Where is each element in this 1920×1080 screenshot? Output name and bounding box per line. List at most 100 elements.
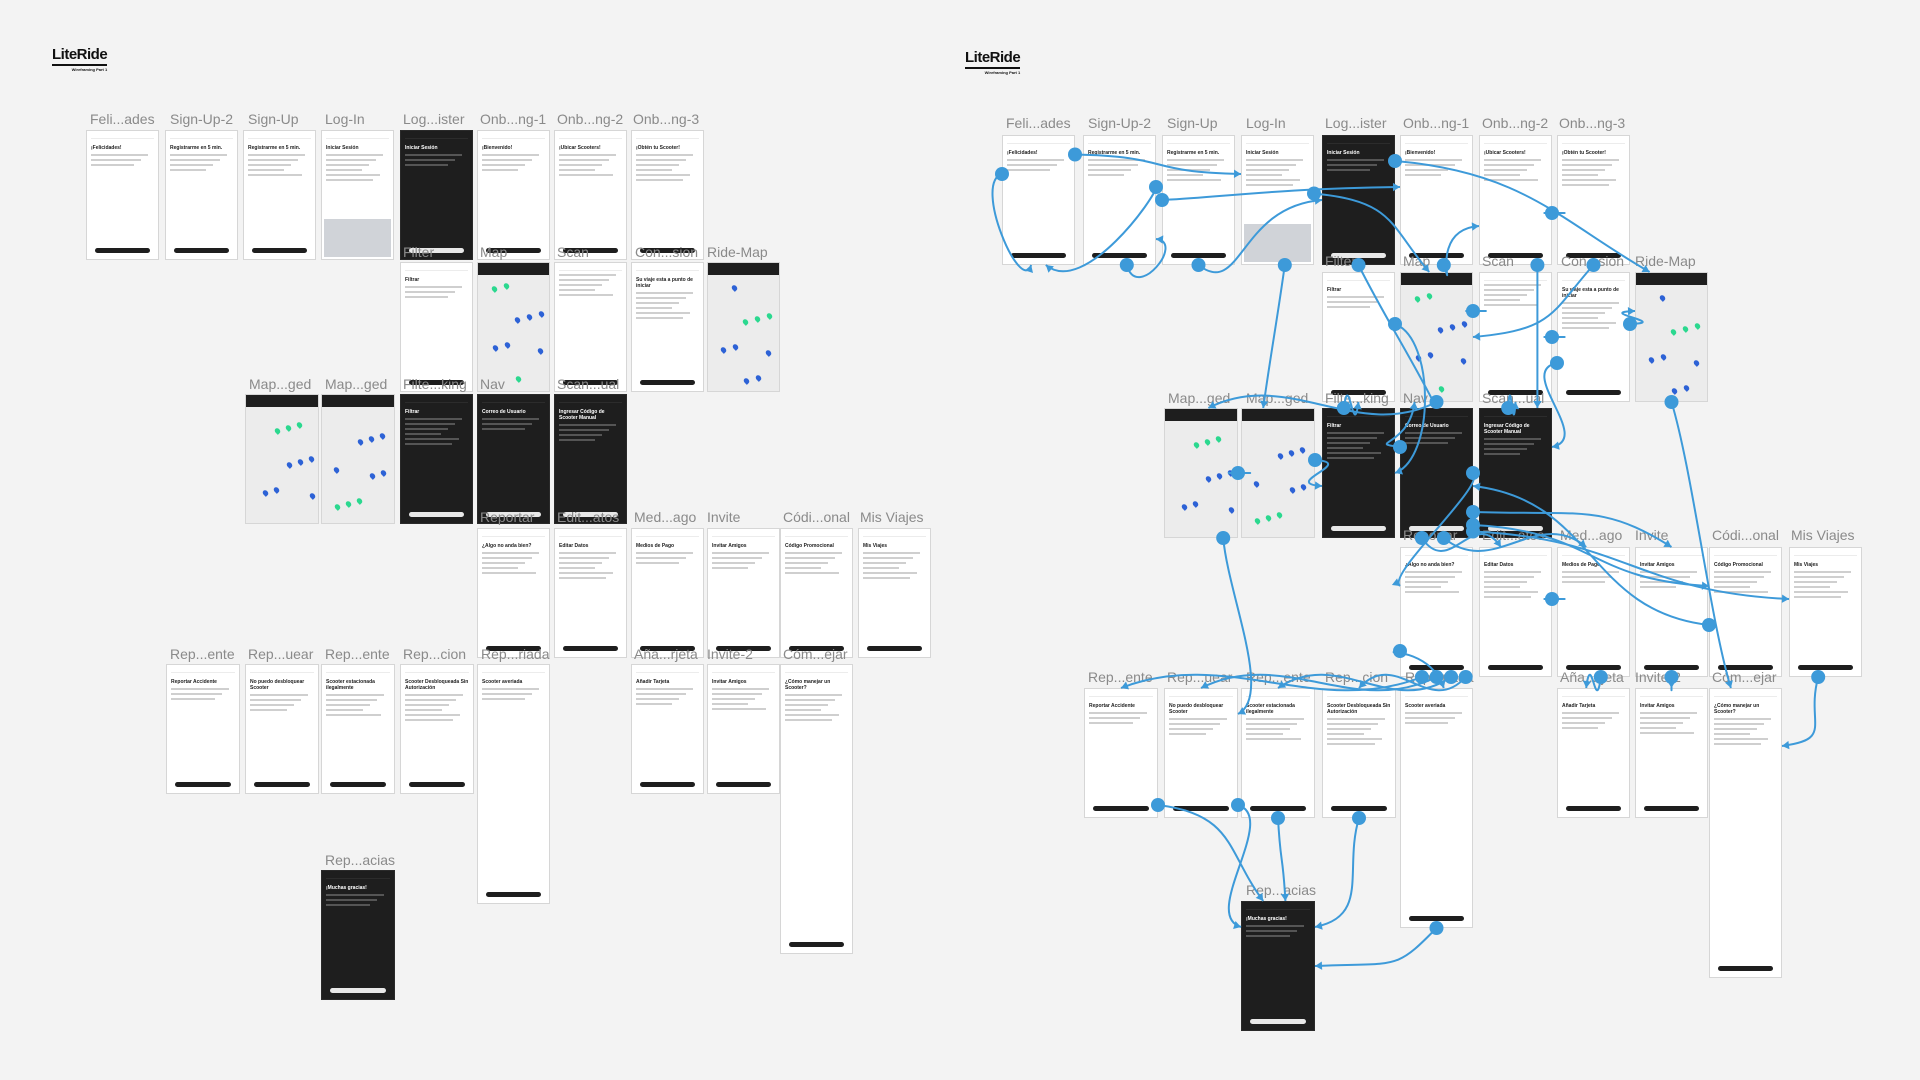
connection-start-dot[interactable] [1623, 317, 1637, 331]
primary-button[interactable] [330, 782, 386, 787]
primary-button[interactable] [1566, 806, 1621, 811]
frame-label[interactable]: Log-In [1246, 115, 1286, 131]
screen-frame[interactable]: Editar Datos [554, 528, 627, 658]
primary-button[interactable] [1488, 665, 1543, 670]
connection-start-dot[interactable] [1436, 258, 1451, 272]
primary-button[interactable] [640, 782, 695, 787]
primary-button[interactable] [486, 892, 541, 897]
frame-label[interactable]: Filte...king [403, 376, 467, 392]
screen-frame[interactable]: Añadir Tarjeta [1557, 688, 1630, 818]
screen-frame[interactable]: Iniciar Sesión [1322, 135, 1395, 265]
primary-button[interactable] [1092, 253, 1147, 258]
connection-start-dot[interactable] [1155, 193, 1169, 207]
keyboard[interactable] [324, 219, 391, 257]
connection-start-dot[interactable] [1466, 466, 1480, 480]
screen-frame[interactable]: ¡Ubicar Scooters! [554, 130, 627, 260]
connection-line[interactable] [1222, 537, 1253, 715]
primary-button[interactable] [1331, 253, 1386, 258]
connection-start-dot[interactable] [1429, 921, 1444, 935]
frame-label[interactable]: Map...ged [325, 376, 388, 392]
connection-start-dot[interactable] [1414, 670, 1429, 684]
connection-start-dot[interactable] [1351, 258, 1366, 272]
screen-frame[interactable]: Filtrar [400, 394, 473, 524]
frame-label[interactable]: Log...ister [403, 111, 465, 127]
connection-line[interactable] [1161, 186, 1401, 201]
connection-start-dot[interactable] [1393, 440, 1407, 454]
connection-start-dot[interactable] [1308, 453, 1322, 467]
frame-label[interactable]: Onb...ng-3 [633, 111, 700, 127]
connection-start-dot[interactable] [1277, 258, 1292, 272]
screen-frame[interactable]: Reportar Accidente [1084, 688, 1158, 818]
connection-start-dot[interactable] [1271, 811, 1285, 825]
frame-label[interactable]: Rep...riada [481, 646, 550, 662]
frame-label[interactable]: Rep...ente [325, 646, 390, 662]
screen-frame[interactable]: Iniciar Sesión [400, 130, 473, 260]
primary-button[interactable] [563, 646, 618, 651]
screen-frame[interactable] [1164, 408, 1238, 538]
connection-start-dot[interactable] [1664, 670, 1679, 684]
screen-frame[interactable]: ¿Cómo manejar un Scooter? [780, 664, 853, 954]
frame-label[interactable]: Map...ged [249, 376, 312, 392]
screen-frame[interactable]: Scooter averiada [1400, 688, 1473, 928]
connection-line[interactable] [1357, 264, 1438, 409]
frame-label[interactable]: Nav [480, 376, 505, 392]
frame-label[interactable]: Rep...uear [248, 646, 314, 662]
frame-label[interactable]: Códi...onal [783, 509, 850, 525]
screen-frame[interactable]: ¡Muchas gracias! [321, 870, 395, 1000]
connection-line[interactable] [1781, 676, 1820, 747]
primary-button[interactable] [1409, 253, 1464, 258]
connection-line[interactable] [1307, 459, 1330, 487]
screen-frame[interactable] [245, 394, 319, 524]
connection-start-dot[interactable] [1388, 317, 1402, 331]
screen-frame[interactable] [1635, 272, 1708, 402]
screen-frame[interactable]: No puedo desbloquear Scooter [245, 664, 319, 794]
screen-frame[interactable] [554, 262, 627, 392]
frame-label[interactable]: Filter [403, 244, 435, 260]
screen-frame[interactable]: Invitar Amigos [707, 664, 780, 794]
primary-button[interactable] [1718, 665, 1773, 670]
screen-frame[interactable]: Medios de Pago [1557, 547, 1630, 677]
connection-line[interactable] [1670, 401, 1732, 689]
connection-line[interactable] [1197, 199, 1323, 274]
connection-line[interactable] [1313, 192, 1430, 273]
frame-label[interactable]: Scan [1482, 253, 1514, 269]
screen-frame[interactable]: Añadir Tarjeta [631, 664, 704, 794]
primary-button[interactable] [640, 380, 695, 385]
screen-frame[interactable]: Scooter averiada [477, 664, 550, 904]
screen-frame[interactable]: Iniciar Sesión [321, 130, 394, 260]
connection-start-dot[interactable] [1191, 258, 1206, 272]
connection-line[interactable] [1227, 804, 1252, 928]
frame-label[interactable]: Rep...ente [1088, 669, 1153, 685]
connection-line[interactable] [1045, 186, 1157, 273]
frame-label[interactable]: Onb...ng-2 [1482, 115, 1549, 131]
connection-line[interactable] [991, 173, 1033, 272]
frame-label[interactable]: Rep...ente [170, 646, 235, 662]
screen-frame[interactable]: Mis Viajes [858, 528, 931, 658]
screen-frame[interactable]: Editar Datos [1479, 547, 1552, 677]
primary-button[interactable] [1488, 390, 1543, 395]
screen-frame[interactable]: Registrarme en 5 min. [243, 130, 316, 260]
frame-label[interactable]: Invite-2 [707, 646, 753, 662]
frame-label[interactable]: Cóm...ejar [783, 646, 848, 662]
frame-label[interactable]: Nav [1403, 390, 1428, 406]
screen-frame[interactable]: Ingresar Código de Scooter Manual [554, 394, 627, 524]
screen-frame[interactable]: ¡Muchas gracias! [1241, 901, 1315, 1031]
primary-button[interactable] [867, 646, 922, 651]
frame-label[interactable]: Aña...rjeta [634, 646, 698, 662]
primary-button[interactable] [1250, 806, 1306, 811]
primary-button[interactable] [1644, 665, 1699, 670]
connection-start-dot[interactable] [1586, 258, 1601, 272]
frame-label[interactable]: Med...ago [634, 509, 697, 525]
primary-button[interactable] [1488, 253, 1543, 258]
frame-label[interactable]: Scan...ual [1482, 390, 1545, 406]
screen-frame[interactable]: ¡Felicidades! [1002, 135, 1075, 265]
screen-frame[interactable]: ¡Ubicar Scooters! [1479, 135, 1552, 265]
connection-start-dot[interactable] [1068, 147, 1082, 162]
primary-button[interactable] [486, 512, 541, 517]
frame-label[interactable]: Map [480, 244, 508, 260]
screen-frame[interactable] [321, 394, 395, 524]
screen-frame[interactable]: Registrarme en 5 min. [165, 130, 238, 260]
primary-button[interactable] [563, 380, 618, 385]
frame-label[interactable]: Feli...ades [90, 111, 155, 127]
primary-button[interactable] [254, 782, 310, 787]
